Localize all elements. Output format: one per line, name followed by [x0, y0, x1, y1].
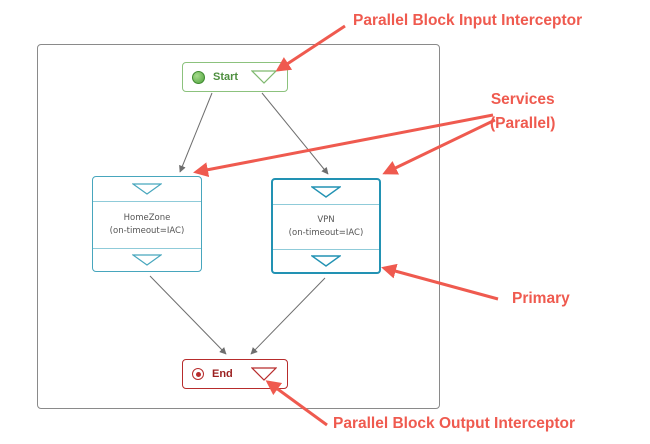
homezone-input-slot — [93, 177, 201, 202]
vpn-output-slot — [273, 249, 379, 272]
vpn-detail: (on-timeout=IAC) — [288, 228, 364, 238]
end-target-icon — [192, 368, 204, 380]
edge-start-homezone — [179, 92, 213, 173]
callout-services-line1: Services — [490, 91, 555, 108]
end-node[interactable]: End — [182, 359, 288, 389]
homezone-detail: (on-timeout=IAC) — [109, 226, 185, 236]
end-label: End — [212, 368, 233, 380]
callout-primary: Primary — [512, 290, 570, 307]
start-circle-icon — [192, 70, 205, 84]
callout-services: Services (Parallel) — [490, 88, 555, 136]
edge-vpn-end — [250, 277, 326, 355]
triangle-down-icon — [311, 255, 341, 267]
service-homezone[interactable]: HomeZone (on-timeout=IAC) — [92, 176, 202, 272]
input-interceptor-triangle-icon[interactable] — [251, 70, 277, 84]
triangle-down-icon — [132, 183, 162, 195]
vpn-body: VPN (on-timeout=IAC) — [273, 205, 379, 249]
homezone-output-slot — [93, 248, 201, 271]
start-label: Start — [213, 71, 239, 83]
triangle-down-icon — [311, 186, 341, 198]
edge-homezone-end — [149, 275, 227, 355]
start-node[interactable]: Start — [182, 62, 288, 92]
vpn-name: VPN — [317, 215, 335, 225]
triangle-down-icon — [132, 254, 162, 266]
homezone-name: HomeZone — [123, 213, 171, 223]
homezone-body: HomeZone (on-timeout=IAC) — [93, 202, 201, 248]
callout-services-line2: (Parallel) — [490, 115, 556, 132]
edge-start-vpn — [261, 92, 329, 175]
callout-input-interceptor: Parallel Block Input Interceptor — [353, 12, 583, 29]
callout-output-interceptor: Parallel Block Output Interceptor — [333, 415, 576, 432]
service-vpn[interactable]: VPN (on-timeout=IAC) — [271, 178, 381, 274]
vpn-input-slot — [273, 180, 379, 205]
output-interceptor-triangle-icon[interactable] — [251, 367, 277, 381]
